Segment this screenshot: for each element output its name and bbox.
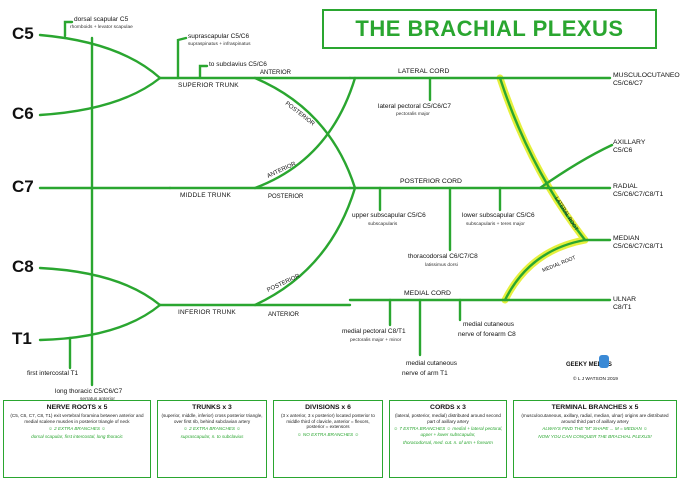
summary-box-cords: CORDS x 3 (lateral, posterior, medial) d… xyxy=(389,400,507,478)
summary-box-terminal: TERMINAL BRANCHES x 5 (musculocutaneous,… xyxy=(513,400,677,478)
posterior-cord-label: POSTERIOR CORD xyxy=(400,178,462,185)
title-box: THE BRACHIAL PLEXUS xyxy=(322,9,657,49)
terminal-name: MUSCULOCUTANEOUS xyxy=(613,72,680,79)
copyright: © L J WATSON 2019 xyxy=(573,377,618,382)
root-c8-label: C8 xyxy=(12,257,34,276)
summary-extra: ☺ 7 EXTRA BRANCHES ☺ medial + lateral pe… xyxy=(393,426,503,438)
summary-desc: (lateral, posterior, medial) distributed… xyxy=(395,413,501,424)
terminal-roots: C8/T1 xyxy=(613,304,632,312)
first-intercostal-label: first intercostal T1 xyxy=(27,370,79,377)
summary-desc: (3 x anterior, 3 x posterior) located po… xyxy=(281,413,375,430)
terminal-name: RADIAL xyxy=(613,183,638,190)
terminal-ulnar: ULNAR C8/T1 xyxy=(613,296,636,313)
thoracodorsal-label: thoracodorsal C6/C7/C8 xyxy=(408,253,478,260)
suprascapular-muscles: supraspinatus + infraspinatus xyxy=(188,42,251,47)
subclavius-line xyxy=(198,64,209,80)
summary-box-roots: NERVE ROOTS x 5 (C5, C6, C7, C8, T1) exi… xyxy=(3,400,151,478)
root-c5-label: C5 xyxy=(12,24,34,43)
summary-desc: (superior, middle, inferior) cross poste… xyxy=(161,413,263,424)
medial-cut-forearm-label-2: nerve of forearm C8 xyxy=(458,331,516,338)
terminal-musculocutaneous: MUSCULOCUTANEOUS C5/C6/C7 xyxy=(613,72,680,89)
root-t1-label: T1 xyxy=(12,329,32,348)
terminal-name: MEDIAN xyxy=(613,235,640,242)
summary-extra-list: suprascapular, n. to subclavius xyxy=(180,434,244,440)
suprascapular-label: suprascapular C5/C6 xyxy=(188,33,250,40)
medial-pectoral-muscles: pectoralis major + minor xyxy=(350,338,402,343)
superior-trunk-label: SUPERIOR TRUNK xyxy=(178,82,239,89)
terminal-median: MEDIAN C5/C6/C7/C8/T1 xyxy=(613,235,663,252)
root-c8-line xyxy=(38,266,162,307)
root-c7-label: C7 xyxy=(12,177,34,196)
suprascapular-line xyxy=(176,36,188,80)
page-title: THE BRACHIAL PLEXUS xyxy=(355,16,624,41)
dorsal-scapular-label: dorsal scapular C5 xyxy=(74,16,129,23)
division-label-anterior-superior: ANTERIOR xyxy=(260,70,292,76)
summary-extra: ☺ 2 EXTRA BRANCHES ☺ xyxy=(48,426,106,432)
summary-heading: CORDS x 3 xyxy=(430,404,466,411)
root-c6-line xyxy=(38,76,162,117)
lateral-root-line xyxy=(498,76,587,242)
medial-root-line xyxy=(503,238,587,302)
division-label-anterior-middle: ANTERIOR xyxy=(266,161,297,180)
terminal-name: ULNAR xyxy=(613,296,637,303)
axillary-line xyxy=(538,143,614,190)
root-c5-line xyxy=(38,33,162,80)
division-label-anterior-inferior: ANTERIOR xyxy=(268,312,300,318)
summary-box-trunks: TRUNKS x 3 (superior, middle, inferior) … xyxy=(157,400,267,478)
middle-anterior-division xyxy=(253,76,357,190)
medial-cut-arm-label-1: medial cutaneous xyxy=(406,360,457,367)
upper-subscapular-muscles: subscapularis xyxy=(368,222,398,227)
summary-desc: (musculocutaneous, axillary, radial, med… xyxy=(521,413,669,424)
terminal-roots: C5/C6 xyxy=(613,147,633,155)
logo-icon xyxy=(599,355,609,368)
summary-heading: TERMINAL BRANCHES x 5 xyxy=(551,404,639,411)
root-t1-line xyxy=(38,303,162,342)
terminal-roots: C5/C6/C7 xyxy=(613,80,643,88)
long-thoracic-muscles: serratus anterior xyxy=(80,397,115,402)
terminal-name: AXILLARY xyxy=(613,139,646,146)
summary-extra: ☺ 2 EXTRA BRANCHES ☺ xyxy=(183,426,241,432)
terminal-roots: C5/C6/C7/C8/T1 xyxy=(613,191,664,199)
terminal-roots: C5/C6/C7/C8/T1 xyxy=(613,243,664,251)
medial-cut-arm-label-2: nerve of arm T1 xyxy=(402,370,448,377)
inferior-trunk-label: INFERIOR TRUNK xyxy=(178,309,236,316)
summary-heading: NERVE ROOTS x 5 xyxy=(46,404,108,411)
thoracodorsal-muscles: latissimus dorsi xyxy=(425,263,458,268)
summary-boxes: NERVE ROOTS x 5 (C5, C6, C7, C8, T1) exi… xyxy=(3,400,677,478)
medial-pectoral-label: medial pectoral C8/T1 xyxy=(342,328,406,335)
medial-cord-label: MEDIAL CORD xyxy=(404,290,451,297)
terminal-radial: RADIAL C5/C6/C7/C8/T1 xyxy=(613,183,663,200)
division-label-posterior-middle: POSTERIOR xyxy=(268,194,304,200)
logo-text: GEEKY MEDICS xyxy=(566,362,612,368)
division-label-posterior-inferior: POSTERIOR xyxy=(266,273,301,294)
terminal-axillary: AXILLARY C5/C6 xyxy=(613,139,645,156)
lateral-pectoral-label: lateral pectoral C5/C6/C7 xyxy=(378,103,451,110)
summary-extra: ALWAYS FIND THE "M" SHAPE ... M = MEDIAN… xyxy=(542,426,648,432)
root-c6-label: C6 xyxy=(12,104,34,123)
summary-extra: ☺ NO EXTRA BRANCHES ☺ xyxy=(296,432,360,438)
subclavius-label: to subclavius C5/C6 xyxy=(209,61,267,68)
upper-subscapular-label: upper subscapular C5/C6 xyxy=(352,212,426,219)
lower-subscapular-muscles: subscapularis + teres major xyxy=(466,222,525,227)
lower-subscapular-label: lower subscapular C5/C6 xyxy=(462,212,535,219)
summary-extra-list: dorsal scapular, first intercostal, long… xyxy=(31,434,123,440)
medial-cut-forearm-label-1: medial cutaneous xyxy=(463,321,514,328)
summary-extra-list: NOW YOU CAN CONQUER THE BRACHIAL PLEXUS! xyxy=(538,434,652,440)
superior-posterior-division xyxy=(253,76,357,190)
lateral-root-label: LATERAL ROOT xyxy=(553,196,579,233)
summary-extra-list: thoracodorsal, med. cut. n. of arm + for… xyxy=(403,440,493,446)
summary-heading: DIVISIONS x 6 xyxy=(305,404,351,411)
summary-heading: TRUNKS x 3 xyxy=(192,404,232,411)
lateral-cord-label: LATERAL CORD xyxy=(398,68,450,75)
summary-desc: (C5, C6, C7, C8, T1) exit vertebral fora… xyxy=(10,413,144,424)
middle-trunk-label: MIDDLE TRUNK xyxy=(180,192,232,199)
long-thoracic-label: long thoracic C5/C6/C7 xyxy=(55,388,123,395)
lateral-pectoral-muscles: pectoralis major xyxy=(396,112,430,117)
dorsal-scapular-line xyxy=(63,20,74,38)
inferior-posterior-division xyxy=(253,186,357,307)
summary-box-divisions: DIVISIONS x 6 (3 x anterior, 3 x posteri… xyxy=(273,400,383,478)
dorsal-scapular-muscles: rhomboids + levator scapulae xyxy=(70,25,133,30)
